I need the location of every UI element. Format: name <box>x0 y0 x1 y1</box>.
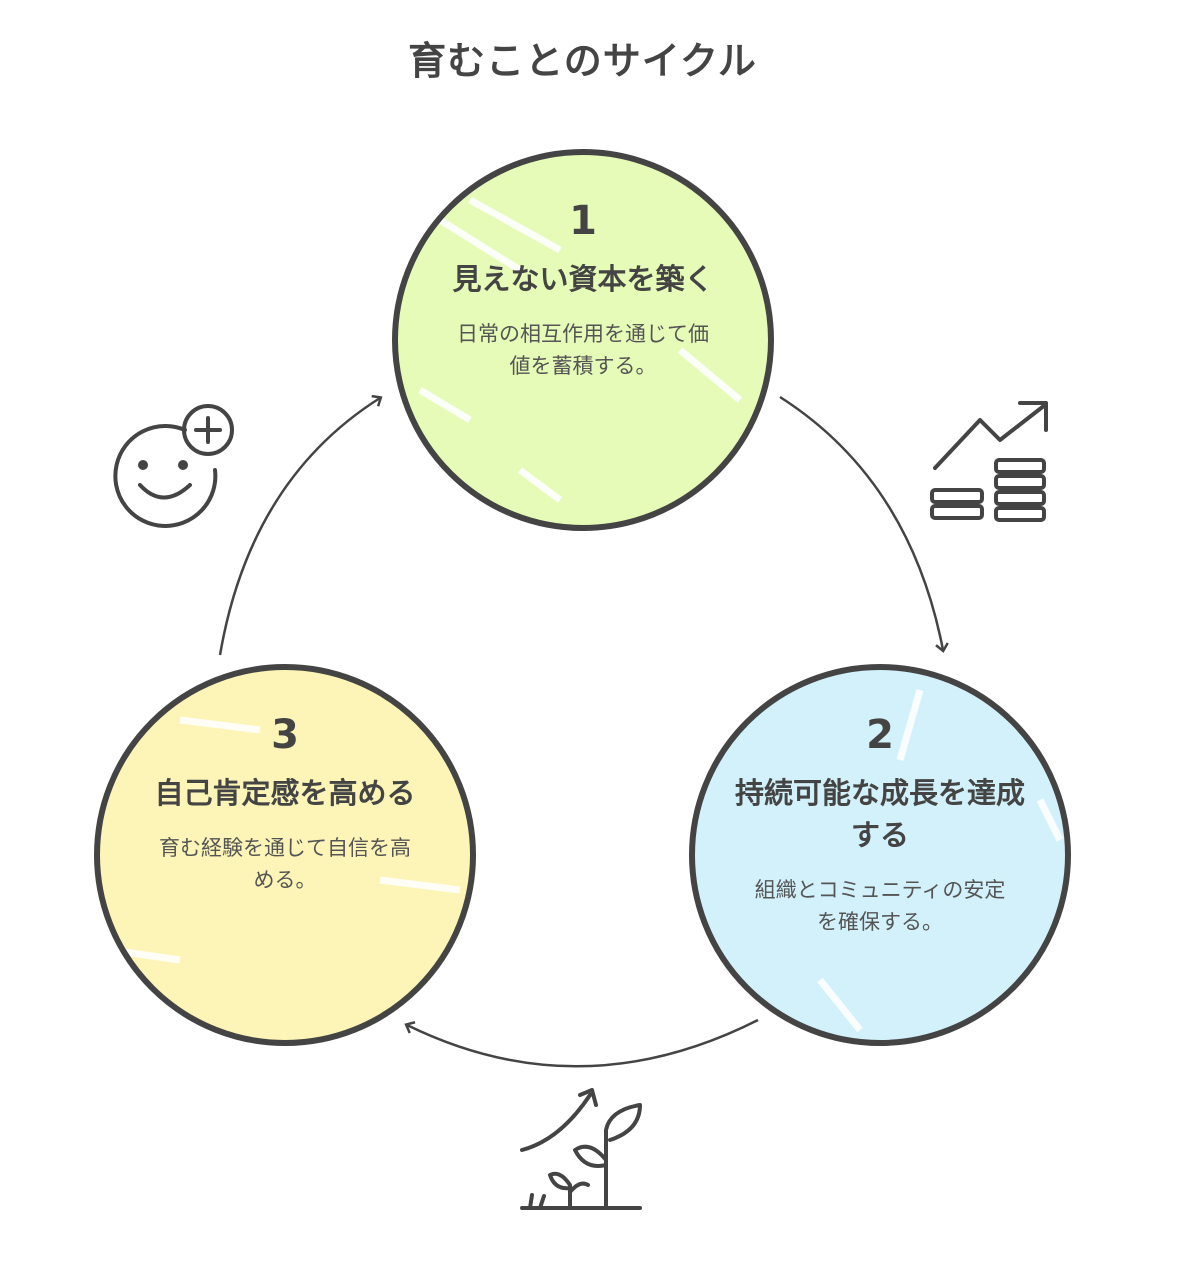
diagram-title: 育むことのサイクル <box>408 39 757 83</box>
smiley-plus-icon <box>113 404 234 528</box>
step-1: 1 見えない資本を築く 日常の相互作用を通じて価値を蓄積する。 <box>423 198 743 382</box>
step-heading: 見えない資本を築く <box>452 262 714 296</box>
step-number: 3 <box>271 712 299 758</box>
step-description: 日常の相互作用を通じて価値を蓄積する。 <box>457 322 709 378</box>
step3-outline <box>94 664 476 1046</box>
sprout-growth-icon <box>520 1088 642 1210</box>
step3-fill <box>97 667 473 1043</box>
arrow-3-to-1 <box>218 394 383 656</box>
step-description: 育む経験を通じて自信を高める。 <box>159 836 411 892</box>
step-number: 2 <box>866 712 894 758</box>
step-2: 2 持続可能な成長を達成する 組織とコミュニティの安定を確保する。 <box>720 712 1040 938</box>
step2-fill <box>692 667 1068 1043</box>
arrow-2-to-3 <box>404 1018 759 1068</box>
step-heading: 自己肯定感を高める <box>154 776 416 810</box>
step-description: 組織とコミュニティの安定を確保する。 <box>754 878 1006 934</box>
step-number: 1 <box>569 198 597 244</box>
step2-outline <box>689 664 1071 1046</box>
growth-chart-coins-icon <box>930 401 1048 522</box>
arrow-1-to-2 <box>779 395 949 653</box>
step-3: 3 自己肯定感を高める 育む経験を通じて自信を高める。 <box>125 712 445 896</box>
step1-fill <box>395 152 771 528</box>
step1-outline <box>392 149 774 531</box>
step-heading: 持続可能な成長を達成する <box>735 776 1026 852</box>
